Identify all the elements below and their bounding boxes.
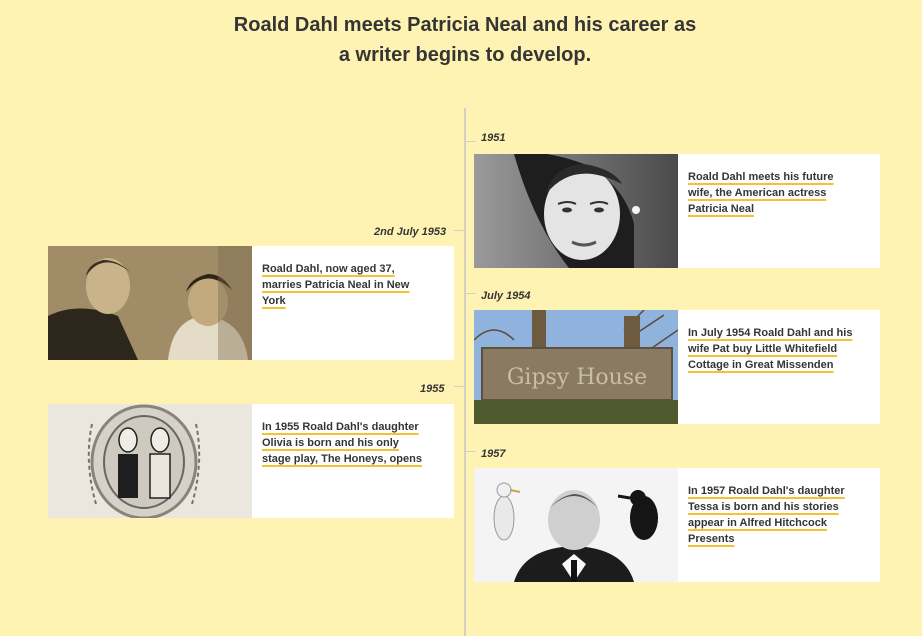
event-date: 1955: [420, 383, 445, 395]
portrait-photo-icon[interactable]: [474, 154, 678, 268]
event-date: July 1954: [481, 290, 531, 302]
timeline-card-1951[interactable]: Roald Dahl meets his future wife, the Am…: [474, 154, 880, 268]
timeline-axis: [464, 108, 466, 636]
timeline-card-1955[interactable]: In 1955 Roald Dahl's daughter Olivia is …: [48, 404, 454, 518]
page-title: Roald Dahl meets Patricia Neal and his c…: [230, 10, 700, 70]
event-description-link[interactable]: Roald Dahl meets his future wife, the Am…: [688, 171, 834, 215]
wedding-photo-icon[interactable]: [48, 246, 252, 360]
event-description-link[interactable]: In 1955 Roald Dahl's daughter Olivia is …: [262, 421, 422, 465]
svg-text:Gipsy House: Gipsy House: [507, 365, 647, 390]
page-title-line1: Roald Dahl meets Patricia Neal and his c…: [233, 14, 697, 36]
gipsy-house-sign-icon[interactable]: Gipsy House: [474, 310, 678, 424]
timeline-card-1957[interactable]: In 1957 Roald Dahl's daughter Tessa is b…: [474, 468, 880, 582]
timeline-tick: [454, 230, 464, 231]
event-date: 2nd July 1953: [374, 226, 447, 238]
timeline-card-1953[interactable]: Roald Dahl, now aged 37, marries Patrici…: [48, 246, 454, 360]
event-date: 1951: [481, 132, 506, 144]
page-title-line2: a writer begins to develop.: [338, 44, 592, 66]
hitchcock-birds-photo-icon[interactable]: [474, 468, 678, 582]
event-description-link[interactable]: Roald Dahl, now aged 37, marries Patrici…: [262, 263, 410, 307]
playbill-illustration-icon[interactable]: [48, 404, 252, 518]
timeline-tick: [466, 141, 476, 142]
event-date: 1957: [481, 448, 506, 460]
timeline-tick: [466, 451, 476, 452]
event-description-link[interactable]: In 1957 Roald Dahl's daughter Tessa is b…: [688, 485, 845, 545]
timeline-card-1954[interactable]: Gipsy House In July 1954 Roald Dahl and …: [474, 310, 880, 424]
timeline-tick: [454, 386, 464, 387]
timeline-tick: [466, 293, 476, 294]
event-description-link[interactable]: In July 1954 Roald Dahl and his wife Pat…: [688, 327, 853, 371]
